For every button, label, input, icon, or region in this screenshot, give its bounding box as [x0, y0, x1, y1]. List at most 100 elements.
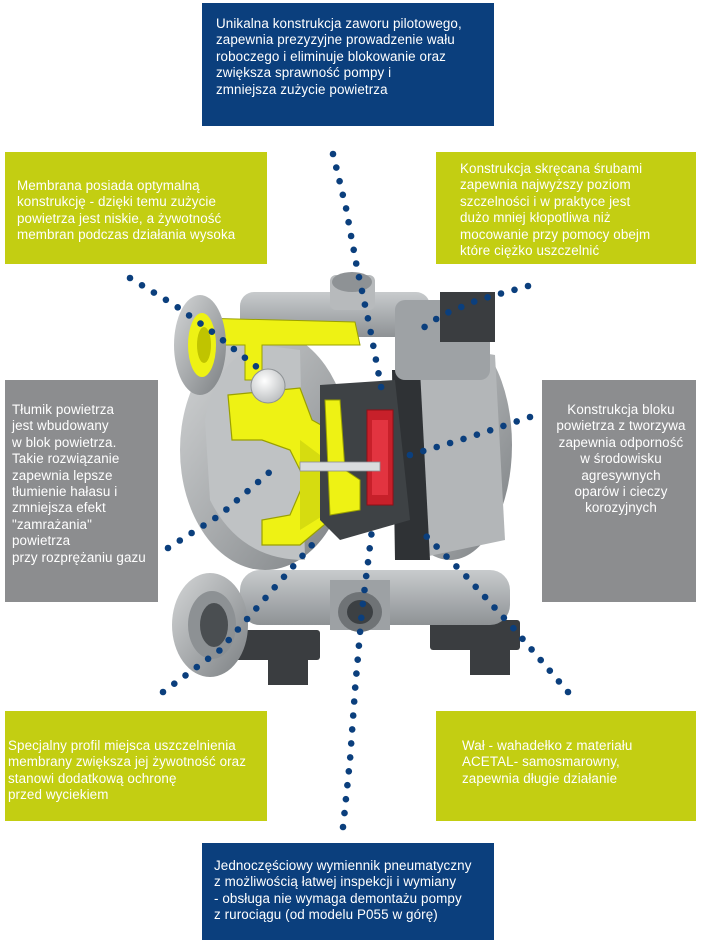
leader-top-left-dot — [126, 274, 134, 282]
leader-top-left-dot — [252, 363, 260, 370]
callout-air-muffler-text: Tłumik powietrza jest wbudowany w blok p… — [12, 402, 146, 565]
leader-top-right-dot — [421, 323, 428, 331]
leader-mid-right-dot — [406, 451, 414, 459]
leader-top-dot — [333, 164, 340, 171]
leader-bottom-right-dot — [564, 688, 572, 696]
leader-mid-right-dot — [500, 422, 507, 430]
leader-top-left-dot — [150, 289, 158, 296]
callout-pilot-valve-text: Unikalna konstrukcja zaworu pilotowego, … — [216, 16, 462, 97]
leader-top-right-dot — [432, 315, 440, 323]
leader-top-right-dot — [470, 298, 478, 305]
leader-mid-left-dot — [223, 506, 230, 513]
leader-mid-right-dot — [433, 443, 441, 451]
leader-top-dot — [364, 315, 372, 322]
leader-bottom-right-dot — [443, 553, 450, 560]
callout-seal-profile: Specjalny profil miejsca uszczelnienia m… — [5, 711, 267, 821]
leader-bottom-dot — [349, 712, 357, 719]
leader-top-dot — [367, 328, 375, 336]
leader-bottom-left-dot — [204, 655, 212, 663]
leader-bottom-right-dot — [453, 563, 460, 570]
leader-bottom-right-dot — [519, 635, 526, 643]
leader-top-dot — [375, 370, 382, 377]
leader-top-left-dot — [138, 282, 146, 289]
callout-pneumatic-exchanger-text: Jednoczęściowy wymiennik pneumatyczny z … — [214, 858, 472, 923]
leader-top-right-dot — [445, 309, 452, 316]
leader-mid-left-dot — [200, 522, 207, 529]
leader-top-dot — [345, 218, 352, 226]
leader-bottom-right-dot — [472, 583, 480, 591]
leader-bottom-dot — [364, 558, 372, 566]
leader-top-dot — [370, 342, 377, 350]
leader-top-dot — [329, 150, 337, 158]
callout-membrane: Membrana posiada optymalną konstrukcję -… — [5, 152, 267, 264]
callout-pneumatic-exchanger: Jednoczęściowy wymiennik pneumatyczny z … — [202, 843, 494, 940]
leader-mid-right-dot — [513, 418, 520, 425]
leader-top-left-dot — [174, 304, 181, 311]
leader-top-dot — [372, 356, 380, 363]
leader-bottom-left-dot — [262, 594, 269, 602]
leader-bottom-left-dot — [252, 605, 260, 612]
callout-air-block-text: Konstrukcja bloku powietrza z tworzywa z… — [556, 402, 686, 516]
leader-bottom-right-dot — [537, 656, 544, 664]
leader-bottom-left-dot — [280, 573, 288, 581]
leader-bottom-dot — [347, 740, 355, 747]
leader-top-left-dot — [230, 345, 238, 353]
left-chamber — [180, 330, 350, 570]
callout-seal-profile-text: Specjalny profil miejsca uszczelnienia m… — [8, 738, 247, 803]
leader-bottom-dot — [359, 600, 367, 608]
leader-bottom-dot — [345, 768, 353, 775]
leader-bottom-dot — [346, 754, 354, 761]
leader-bottom-dot — [350, 698, 358, 705]
leader-bottom-left-dot — [299, 552, 306, 560]
leader-bottom-dot — [342, 795, 350, 803]
leader-bottom-right-dot — [423, 533, 431, 540]
callout-shaft-text: Wał - wahadełko z materiału ACETAL- samo… — [462, 738, 633, 786]
leader-bottom-left-dot — [225, 636, 232, 644]
pump-feet — [230, 620, 520, 685]
leader-mid-left-dot — [188, 529, 195, 537]
leader-mid-right-dot — [420, 447, 427, 455]
leader-top-dot — [339, 191, 347, 199]
check-valve-ball — [250, 368, 286, 404]
leader-top-dot — [336, 177, 343, 185]
leader-bottom-left-dot — [243, 615, 251, 623]
leader-top-right-dot — [497, 290, 505, 297]
leader-mid-left-dot — [212, 514, 219, 522]
leader-top-left-dot — [185, 312, 193, 319]
callout-air-muffler: Tłumik powietrza jest wbudowany w blok p… — [5, 380, 158, 602]
leader-bottom-dot — [348, 726, 356, 733]
leader-bottom-right-dot — [500, 614, 508, 622]
leader-top-left-dot — [208, 328, 216, 336]
leader-bottom-dot — [356, 628, 364, 636]
leader-top-dot — [358, 287, 366, 295]
leader-bottom-right-dot — [555, 678, 563, 685]
callout-shaft: Wał - wahadełko z materiału ACETAL- samo… — [436, 711, 696, 821]
leader-bottom-dot — [362, 572, 370, 580]
leader-bottom-left-dot — [308, 542, 316, 549]
leader-top-dot — [352, 260, 360, 267]
leader-bottom-left-dot — [271, 584, 279, 591]
leader-mid-left-dot — [164, 544, 172, 552]
leader-bottom-dot — [341, 809, 348, 817]
leader-top-right-dot — [524, 282, 532, 290]
leader-bottom-left-dot — [216, 647, 223, 654]
leader-top-dot — [350, 246, 358, 254]
leader-bottom-right-dot — [433, 543, 440, 550]
leader-top-right-dot — [484, 294, 491, 301]
leader-bottom-dot — [339, 823, 347, 831]
leader-mid-right-dot — [473, 431, 481, 439]
leader-mid-right-dot — [486, 427, 494, 434]
leader-top-dot — [361, 301, 369, 308]
leader-mid-right-dot — [526, 413, 534, 421]
leader-mid-left-dot — [265, 469, 273, 477]
leader-bottom-left-dot — [289, 563, 297, 570]
callout-membrane-text: Membrana posiada optymalną konstrukcję -… — [17, 178, 236, 243]
leader-top-right-dot — [458, 303, 465, 311]
leader-top-dot — [355, 273, 363, 281]
inlet-flange — [172, 573, 248, 677]
leader-bottom-dot — [354, 656, 362, 663]
center-block-cutaway — [299, 380, 410, 540]
leader-bottom-dot — [361, 586, 368, 594]
leader-bottom-dot — [368, 531, 375, 538]
